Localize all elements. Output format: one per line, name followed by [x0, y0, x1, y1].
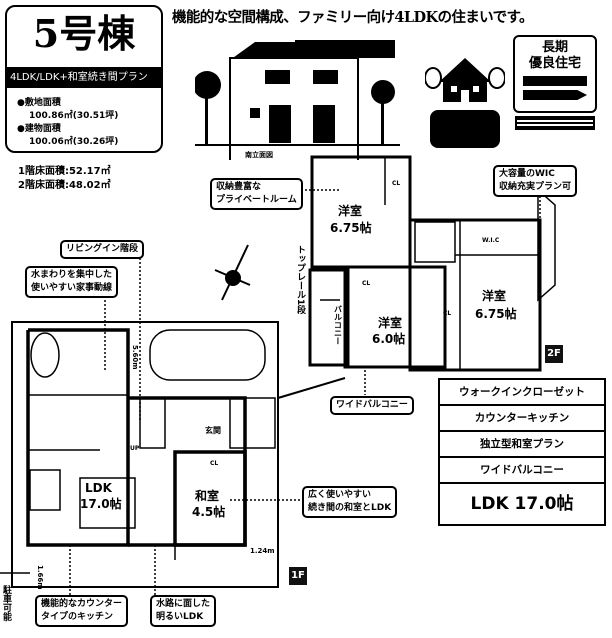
- long-term-quality-housing-badge: 長期 優良住宅: [513, 35, 597, 113]
- compass-icon: [214, 244, 251, 301]
- ldk-name: LDK: [85, 481, 113, 495]
- callout-bright-ldk: 水路に面した 明るいLDK: [150, 595, 217, 627]
- floor1-walls: [26, 328, 247, 547]
- building-number: 5号棟: [32, 11, 136, 56]
- callout-wic: 大容量のWIC 収納充実プラン可: [493, 165, 578, 197]
- plan-type: 4LDK/LDK+和室続き間プラン: [7, 67, 161, 88]
- tree-icon: [195, 71, 221, 145]
- floor1-badge: 1F: [289, 567, 307, 585]
- floor2-area: 2階床面積:48.02㎡: [18, 180, 111, 191]
- floor1-room-labels: LDK 17.0帖 和室 4.5帖: [80, 481, 225, 519]
- site-area-label: ●敷地面積: [17, 98, 61, 108]
- site-area-value: 100.86㎡(30.51坪): [29, 111, 119, 121]
- callout-counter-kitchen: 機能的なカウンター タイプのキッチン: [35, 595, 129, 627]
- ldk-size: 17.0帖: [80, 496, 122, 511]
- building-area-label: ●建物面積: [17, 124, 61, 134]
- badge-line2: 優良住宅: [528, 56, 581, 71]
- feature-item: カウンターキッチン: [440, 406, 604, 432]
- feature-item: ウォークインクローゼット: [440, 380, 604, 406]
- wic-label: W.I.C: [482, 237, 500, 244]
- dim-left: 1.66m: [36, 565, 44, 590]
- callout-wide-balcony: ワイドバルコニー: [330, 396, 414, 415]
- room-name: 洋室: [482, 288, 506, 303]
- floor2-room-labels: 洋室 6.75帖 洋室 6.0帖 洋室 6.75帖: [330, 203, 517, 346]
- feature-item: ワイドバルコニー: [440, 458, 604, 484]
- kitchen-counter: [79, 477, 136, 529]
- closet-label: CL: [443, 310, 451, 317]
- up-label: UP: [130, 445, 140, 452]
- room-size: 6.0帖: [372, 331, 405, 346]
- house-hands-icon: [425, 58, 505, 148]
- feature-item: LDK 17.0帖: [470, 494, 574, 514]
- closet-label: CL: [210, 460, 218, 467]
- badge-certificate-text: [515, 116, 595, 130]
- room-size: 6.75帖: [475, 306, 517, 321]
- dim-right: 1.24m: [250, 547, 275, 555]
- room-name: 洋室: [378, 315, 402, 330]
- lot-boundary: [11, 321, 279, 588]
- building-area-value: 100.06㎡(30.26坪): [29, 137, 119, 147]
- entrance-label: 玄関: [205, 425, 221, 435]
- title-box: 5号棟 4LDK/LDK+和室続き間プラン ●敷地面積 100.86㎡(30.5…: [5, 5, 163, 153]
- washitsu-size: 4.5帖: [192, 504, 225, 519]
- dim-parking: 5.60m: [131, 345, 139, 370]
- callout-top-rail: トップレール1段: [295, 245, 305, 315]
- elevation-caption: 南立面図: [245, 151, 273, 159]
- tree-icon: [371, 80, 395, 145]
- stairs: [139, 397, 166, 449]
- floor2-badge: 2F: [545, 345, 563, 363]
- feature-item: 独立型和室プラン: [440, 432, 604, 458]
- washitsu-name: 和室: [194, 488, 219, 503]
- floor1-area: 1階床面積:52.17㎡: [18, 166, 111, 177]
- car-icon: [149, 329, 266, 381]
- parking-note: 駐車可能: [0, 585, 11, 621]
- floor2-walls: [308, 155, 542, 372]
- south-elevation-drawing: [195, 40, 400, 160]
- closet-label: CL: [392, 180, 400, 187]
- closet-label: CL: [362, 280, 370, 287]
- callout-japanese-room: 広く使いやすい 続き間の和室とLDK: [302, 486, 398, 518]
- room-name: 洋室: [338, 203, 362, 218]
- balcony-label: バルコニー: [334, 305, 343, 345]
- room-size: 6.75帖: [330, 220, 372, 235]
- callout-private-room: 収納豊富な プライベートルーム: [210, 178, 303, 210]
- badge-line1: 長期: [541, 40, 568, 55]
- callout-living-stairs: リビングイン階段: [60, 240, 145, 259]
- features-table: ウォークインクローゼット カウンターキッチン 独立型和室プラン ワイドバルコニー…: [438, 378, 606, 526]
- headline: 機能的な空間構成、ファミリー向け4LDKの住まいです。: [172, 9, 533, 26]
- callout-water-area: 水まわりを集中した 使いやすい家事動線: [25, 266, 119, 298]
